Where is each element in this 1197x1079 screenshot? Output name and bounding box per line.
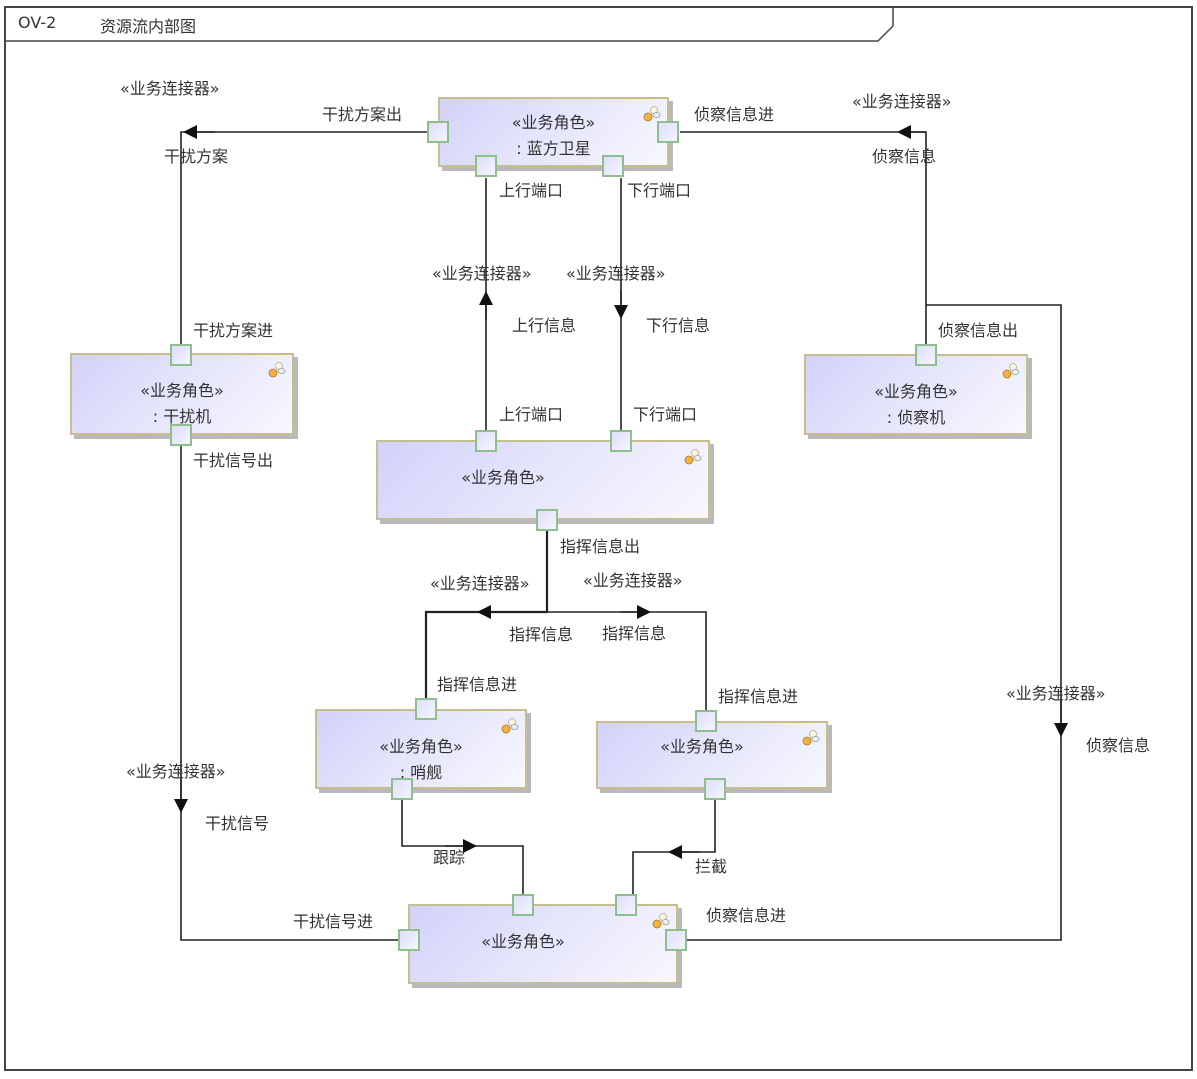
diagram-frame bbox=[4, 6, 1193, 1071]
block-name: : 蓝方卫星 bbox=[516, 139, 591, 158]
connector-track[interactable] bbox=[401, 800, 524, 894]
connector-stereotype: «业务连接器» bbox=[852, 92, 952, 111]
port-target-jam-in[interactable] bbox=[398, 929, 420, 951]
frame-kind: OV-2 bbox=[18, 13, 57, 32]
flow-label: 侦察信息 bbox=[1086, 736, 1151, 755]
connector-cmd-picket[interactable] bbox=[424, 531, 549, 698]
business-role-icon bbox=[802, 730, 820, 746]
port-label: 干扰方案进 bbox=[193, 321, 274, 340]
port-command-uplink[interactable] bbox=[475, 430, 497, 452]
connector-stereotype: «业务连接器» bbox=[432, 264, 532, 283]
connector-stereotype: «业务连接器» bbox=[1006, 684, 1106, 703]
business-role-icon bbox=[684, 449, 702, 465]
flow-label: 上行信息 bbox=[512, 316, 577, 335]
flow-label: 干扰方案 bbox=[164, 147, 229, 166]
port-jammer-signal-out[interactable] bbox=[170, 424, 192, 446]
port-label: 侦察信息出 bbox=[938, 321, 1019, 340]
block-stereotype: «业务角色» bbox=[379, 737, 463, 756]
block-stereotype: «业务角色» bbox=[481, 932, 565, 951]
port-label: 下行端口 bbox=[627, 181, 692, 200]
port-picket-cmd-in[interactable] bbox=[415, 698, 437, 720]
connector-jam-plan[interactable] bbox=[180, 131, 427, 344]
connector-stereotype: «业务连接器» bbox=[566, 264, 666, 283]
port-target-recon-in[interactable] bbox=[665, 929, 687, 951]
connector-intercept[interactable] bbox=[632, 800, 716, 894]
flow-label: 侦察信息 bbox=[872, 147, 937, 166]
port-target-track-in[interactable] bbox=[512, 894, 534, 916]
business-role-icon bbox=[1002, 363, 1020, 379]
flow-label: 跟踪 bbox=[433, 848, 466, 867]
frame-header-tab bbox=[5, 7, 894, 42]
port-satellite-recon-in[interactable] bbox=[657, 121, 679, 143]
business-role-icon bbox=[652, 913, 670, 929]
port-satellite-downlink[interactable] bbox=[602, 155, 624, 177]
business-role-icon bbox=[501, 718, 519, 734]
block-command[interactable]: «业务角色» bbox=[376, 440, 710, 520]
block-recon[interactable]: «业务角色» : 侦察机 bbox=[804, 354, 1028, 435]
frame-title: 资源流内部图 bbox=[100, 17, 197, 36]
port-label: 指挥信息出 bbox=[560, 537, 641, 556]
port-label: 侦察信息进 bbox=[694, 105, 775, 124]
connector-jam-signal[interactable] bbox=[180, 446, 398, 941]
port-label: 干扰方案出 bbox=[322, 105, 403, 124]
port-label: 干扰信号进 bbox=[293, 912, 374, 931]
block-picket[interactable]: «业务角色» : 哨舰 bbox=[315, 709, 527, 789]
port-label: 指挥信息进 bbox=[718, 687, 799, 706]
block-stereotype: «业务角色» bbox=[140, 381, 224, 400]
block-stereotype: «业务角色» bbox=[874, 382, 958, 401]
port-label: 下行端口 bbox=[633, 405, 698, 424]
block-satellite[interactable]: «业务角色» : 蓝方卫星 bbox=[438, 97, 669, 167]
block-name: : 侦察机 bbox=[886, 408, 946, 427]
flow-label: 下行信息 bbox=[646, 316, 711, 335]
block-stereotype: «业务角色» bbox=[511, 113, 596, 132]
port-command-out[interactable] bbox=[536, 509, 558, 531]
connector-stereotype: «业务连接器» bbox=[430, 574, 530, 593]
flow-label: 拦截 bbox=[695, 857, 728, 876]
port-interceptor-cmd-in[interactable] bbox=[695, 710, 717, 732]
block-stereotype: «业务角色» bbox=[461, 468, 545, 487]
port-satellite-uplink[interactable] bbox=[475, 155, 497, 177]
port-label: 侦察信息进 bbox=[706, 906, 787, 925]
port-label: 干扰信号出 bbox=[193, 451, 274, 470]
port-target-intercept-in[interactable] bbox=[615, 894, 637, 916]
connector-stereotype: «业务连接器» bbox=[126, 762, 226, 781]
port-interceptor-out[interactable] bbox=[704, 778, 726, 800]
block-name: : 干扰机 bbox=[152, 407, 212, 426]
business-role-icon bbox=[643, 106, 661, 122]
port-picket-out[interactable] bbox=[391, 778, 413, 800]
connector-cmd-interceptor[interactable] bbox=[547, 611, 707, 710]
block-stereotype: «业务角色» bbox=[660, 737, 744, 756]
port-jammer-plan-in[interactable] bbox=[170, 344, 192, 366]
port-command-downlink[interactable] bbox=[610, 430, 632, 452]
block-interceptor[interactable]: «业务角色» bbox=[596, 721, 828, 789]
port-recon-out[interactable] bbox=[915, 344, 937, 366]
port-label: 上行端口 bbox=[499, 405, 564, 424]
flow-label: 指挥信息 bbox=[509, 625, 574, 644]
port-label: 上行端口 bbox=[499, 181, 564, 200]
flow-label: 指挥信息 bbox=[602, 624, 667, 643]
port-satellite-jam-plan-out[interactable] bbox=[427, 121, 449, 143]
business-role-icon bbox=[268, 362, 286, 378]
block-target[interactable]: «业务角色» bbox=[408, 904, 678, 984]
connector-stereotype: «业务连接器» bbox=[583, 571, 683, 590]
port-label: 指挥信息进 bbox=[437, 675, 518, 694]
flow-label: 干扰信号 bbox=[205, 814, 270, 833]
connector-stereotype: «业务连接器» bbox=[120, 79, 220, 98]
block-jammer[interactable]: «业务角色» : 干扰机 bbox=[70, 353, 294, 435]
block-name: : 哨舰 bbox=[399, 763, 443, 782]
connector-recon-to-target[interactable] bbox=[687, 304, 1062, 941]
